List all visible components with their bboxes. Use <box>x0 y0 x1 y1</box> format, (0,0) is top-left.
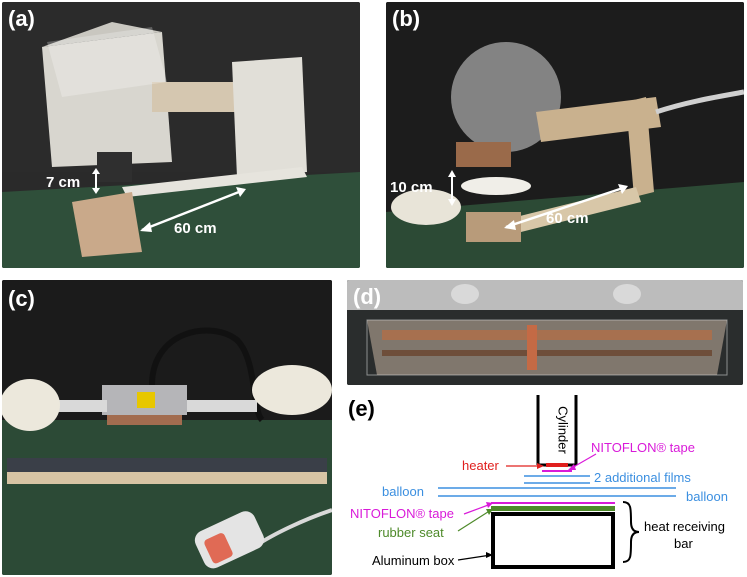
height-7cm-label: 7 cm <box>46 174 81 191</box>
length-60cm-label: 60 cm <box>546 210 589 227</box>
panel-a-scene <box>2 2 360 268</box>
aluminum-box-arrow <box>457 554 492 561</box>
panel-c-scene <box>2 280 332 575</box>
sealed-box-side <box>367 320 727 375</box>
nitoflon-lower-label: NITOFLON® tape <box>350 506 454 521</box>
panel-b-photo: (b) 10 cm 60 cm <box>386 2 744 268</box>
nitoflon-top-tape <box>542 470 572 472</box>
aluminum-box <box>491 512 615 569</box>
panel-c-photo: (c) <box>2 280 332 575</box>
panel-e-schematic: Cylinder NITOFLON® tape heater 2 additio… <box>350 395 728 569</box>
aluminum-box-label: Aluminum box <box>372 553 455 568</box>
length-arrow <box>141 188 245 232</box>
heat-receiving-bar <box>72 192 142 257</box>
panel-d-photo: (d) <box>347 280 743 385</box>
cylinder-label: Cylinder <box>556 406 571 454</box>
length-arrow <box>505 185 627 229</box>
rubber-seat <box>491 506 615 511</box>
panel-c-label: (c) <box>8 286 35 311</box>
panel-e-diagram: Cylinder NITOFLON® tape heater 2 additio… <box>338 390 747 577</box>
two-films-label: 2 additional films <box>594 470 691 485</box>
heat-receiving-label: heat receiving <box>644 519 725 534</box>
height-10cm-label: 10 cm <box>390 179 433 196</box>
rubber-seat-label: rubber seat <box>378 525 444 540</box>
heater-label: heater <box>462 458 500 473</box>
right-gloved-hand <box>252 365 332 415</box>
length-60cm-label: 60 cm <box>174 220 217 237</box>
nitoflon-lower-arrow <box>463 503 492 515</box>
panel-e-label: (e) <box>348 396 375 421</box>
balloon-right-label: balloon <box>686 489 728 504</box>
panel-b-label: (b) <box>392 6 421 31</box>
panel-a-photo: (a) 7 cm 60 cm <box>2 2 360 268</box>
sealer-base-post <box>232 57 307 177</box>
nitoflon-top-label: NITOFLON® tape <box>591 440 695 455</box>
gloved-hand <box>391 189 461 225</box>
panel-d-label: (d) <box>353 284 382 309</box>
panel-d-scene <box>347 280 743 385</box>
heat-receiving-bar <box>7 458 327 472</box>
panel-b-scene <box>386 2 744 268</box>
heater-element <box>546 463 568 467</box>
heat-bar-brace <box>622 501 640 563</box>
rubber-seat-arrow <box>457 509 492 532</box>
left-gloved-hand <box>2 379 60 431</box>
balloon-left-label: balloon <box>382 484 424 499</box>
sealer-head <box>42 32 172 167</box>
wrapped-head <box>451 42 561 152</box>
bar-label: bar <box>674 536 693 551</box>
panel-a-label: (a) <box>8 6 35 31</box>
